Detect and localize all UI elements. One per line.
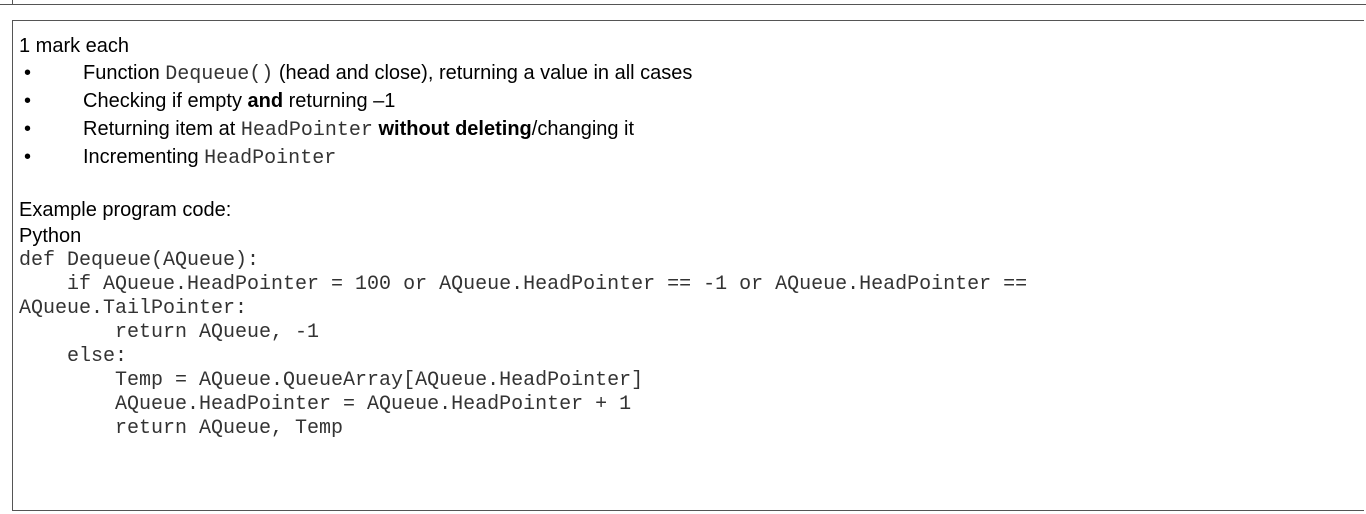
bold-text: and <box>247 90 284 112</box>
code-line: def Dequeue(AQueue): <box>19 249 260 272</box>
marking-point: • Incrementing HeadPointer <box>19 143 1354 171</box>
text-run: /changing it <box>531 118 635 140</box>
code-line: return AQueue, Temp <box>19 417 344 440</box>
code-line: AQueue.TailPointer: <box>19 297 248 320</box>
bullet-icon: • <box>24 118 32 140</box>
language-label: Python <box>19 225 82 247</box>
inline-code: HeadPointer <box>204 147 337 170</box>
code-line: return AQueue, -1 <box>19 321 320 344</box>
spacer <box>19 171 1354 197</box>
code-line: AQueue.HeadPointer = AQueue.HeadPointer … <box>19 393 632 416</box>
marking-points-list: • Function Dequeue() (head and close), re… <box>19 59 1354 171</box>
bullet-icon: • <box>24 146 32 168</box>
text-run: returning –1 <box>283 90 396 112</box>
inline-code: HeadPointer <box>240 119 373 142</box>
bullet-icon: • <box>24 62 32 84</box>
mark-scheme-cell: 1 mark each • Function Dequeue() (head an… <box>12 20 1364 511</box>
marks-heading: 1 mark each <box>19 35 130 57</box>
code-block: def Dequeue(AQueue): if AQueue.HeadPoint… <box>19 249 1354 441</box>
text-run: Checking if empty <box>83 90 248 112</box>
mark-scheme-content: 1 mark each • Function Dequeue() (head an… <box>19 33 1354 441</box>
top-table-border <box>0 4 1366 5</box>
text-run: Returning item at <box>83 118 241 140</box>
text-run: Incrementing <box>83 146 205 168</box>
marking-point: • Returning item at HeadPointer without d… <box>19 115 1354 143</box>
code-line: Temp = AQueue.QueueArray[AQueue.HeadPoin… <box>19 369 644 392</box>
previous-cell-border <box>12 0 13 5</box>
code-line: if AQueue.HeadPointer = 100 or AQueue.He… <box>19 273 1028 296</box>
marking-point: • Function Dequeue() (head and close), re… <box>19 59 1354 87</box>
example-label: Example program code: <box>19 199 232 221</box>
inline-code: Dequeue() <box>165 63 274 86</box>
bold-text: without deleting <box>378 118 532 140</box>
marking-point: • Checking if empty and returning –1 <box>19 87 1354 115</box>
text-run: (head and close), returning a value in a… <box>273 62 693 84</box>
text-run: Function <box>83 62 166 84</box>
bullet-icon: • <box>24 90 32 112</box>
code-line: else: <box>19 345 128 368</box>
